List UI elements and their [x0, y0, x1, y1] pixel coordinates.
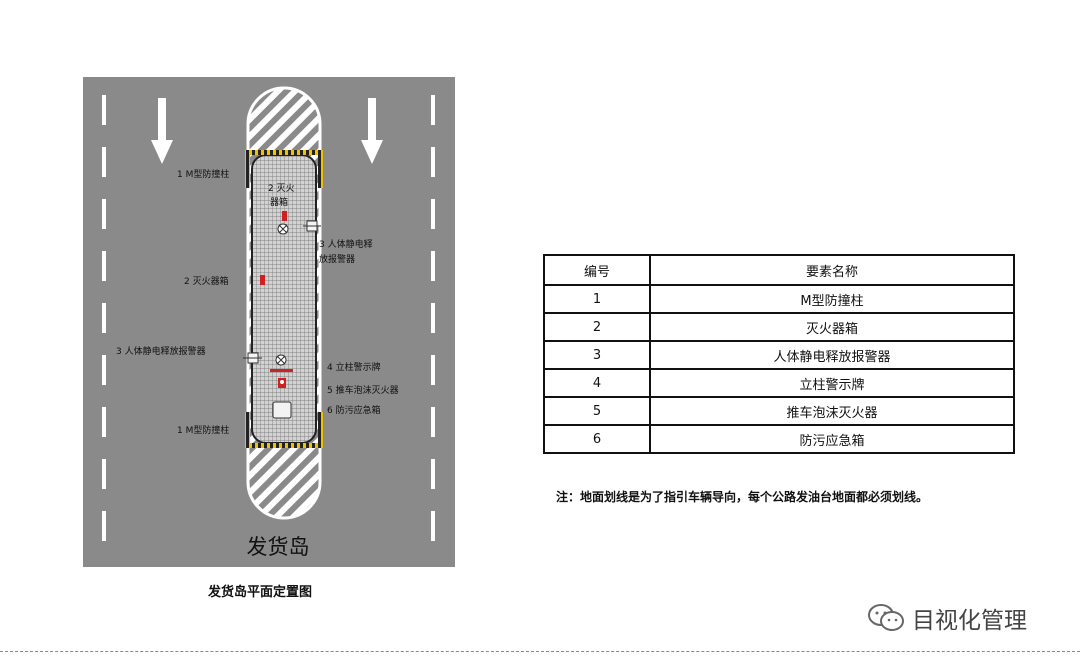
label-fire-box-left: 2 灭火器箱: [184, 275, 229, 287]
lane-markings: [102, 95, 435, 545]
table-cell-number: 6: [543, 424, 651, 454]
island-title: 发货岛: [247, 535, 310, 559]
label-m-post-top: 1 M型防撞柱: [177, 168, 229, 180]
table-row: 2 灭火器箱: [543, 312, 1015, 342]
bottom-divider: [0, 651, 1080, 652]
label-static-alarm-right-1: 3 人体静电释: [319, 238, 373, 250]
wechat-icon: [868, 604, 904, 631]
spill-box-marker: [272, 401, 292, 419]
legend-table: 编号 要素名称 1 M型防撞柱 2 灭火器箱 3 人体静电释放报警器 4 立柱警…: [543, 254, 1015, 454]
table-cell-number: 2: [543, 312, 651, 342]
label-static-alarm-left: 3 人体静电释放报警器: [116, 345, 206, 357]
fire-box-marker: [282, 211, 287, 221]
table-cell-name: 灭火器箱: [649, 312, 1015, 342]
diagram-caption: 发货岛平面定置图: [208, 585, 313, 600]
post-sign-marker: [270, 369, 293, 372]
table-cell-name: 立柱警示牌: [649, 368, 1015, 398]
label-m-post-bottom: 1 M型防撞柱: [177, 424, 229, 436]
road-marking-note: 注：地面划线是为了指引车辆导向，每个公路发油台地面都必须划线。: [556, 490, 929, 504]
table-row: 4 立柱警示牌: [543, 368, 1015, 398]
table-cell-name: 防污应急箱: [649, 424, 1015, 454]
label-foam-extinguisher: 5 推车泡沫灭火器: [327, 384, 399, 396]
table-cell-number: 4: [543, 368, 651, 398]
table-cell-number: 5: [543, 396, 651, 426]
static-alarm-device-right: [303, 220, 321, 232]
label-spill-box: 6 防污应急箱: [327, 404, 381, 416]
static-alarm-marker: [277, 223, 289, 235]
label-static-alarm-right-2: 放报警器: [319, 253, 355, 265]
table-row: 5 推车泡沫灭火器: [543, 396, 1015, 426]
table-row: 1 M型防撞柱: [543, 284, 1015, 314]
brand-watermark: 目视化管理: [866, 601, 1027, 635]
label-fire-box-top-2: 器箱: [270, 196, 288, 208]
static-alarm-marker: [275, 354, 287, 366]
table-header-row: 编号 要素名称: [543, 254, 1015, 286]
static-alarm-device-left: [243, 352, 262, 364]
table-cell-number: 1: [543, 284, 651, 314]
table-row: 3 人体静电释放报警器: [543, 340, 1015, 370]
table-header-number: 编号: [543, 254, 651, 286]
down-arrow-icon: [361, 98, 383, 164]
m-bumper-post-top: [245, 150, 323, 188]
table-cell-name: 人体静电释放报警器: [649, 340, 1015, 370]
table-cell-number: 3: [543, 340, 651, 370]
label-post-sign: 4 立柱警示牌: [327, 361, 381, 373]
brand-name: 目视化管理: [912, 608, 1027, 634]
fire-box-marker: [260, 275, 265, 285]
foam-extinguisher-marker: [278, 378, 286, 388]
m-bumper-post-bottom: [245, 412, 323, 448]
down-arrow-icon: [151, 98, 173, 164]
table-header-name: 要素名称: [649, 254, 1015, 286]
table-cell-name: 推车泡沫灭火器: [649, 396, 1015, 426]
label-fire-box-top-1: 2 灭火: [268, 183, 295, 194]
table-row: 6 防污应急箱: [543, 424, 1015, 454]
table-cell-name: M型防撞柱: [649, 284, 1015, 314]
